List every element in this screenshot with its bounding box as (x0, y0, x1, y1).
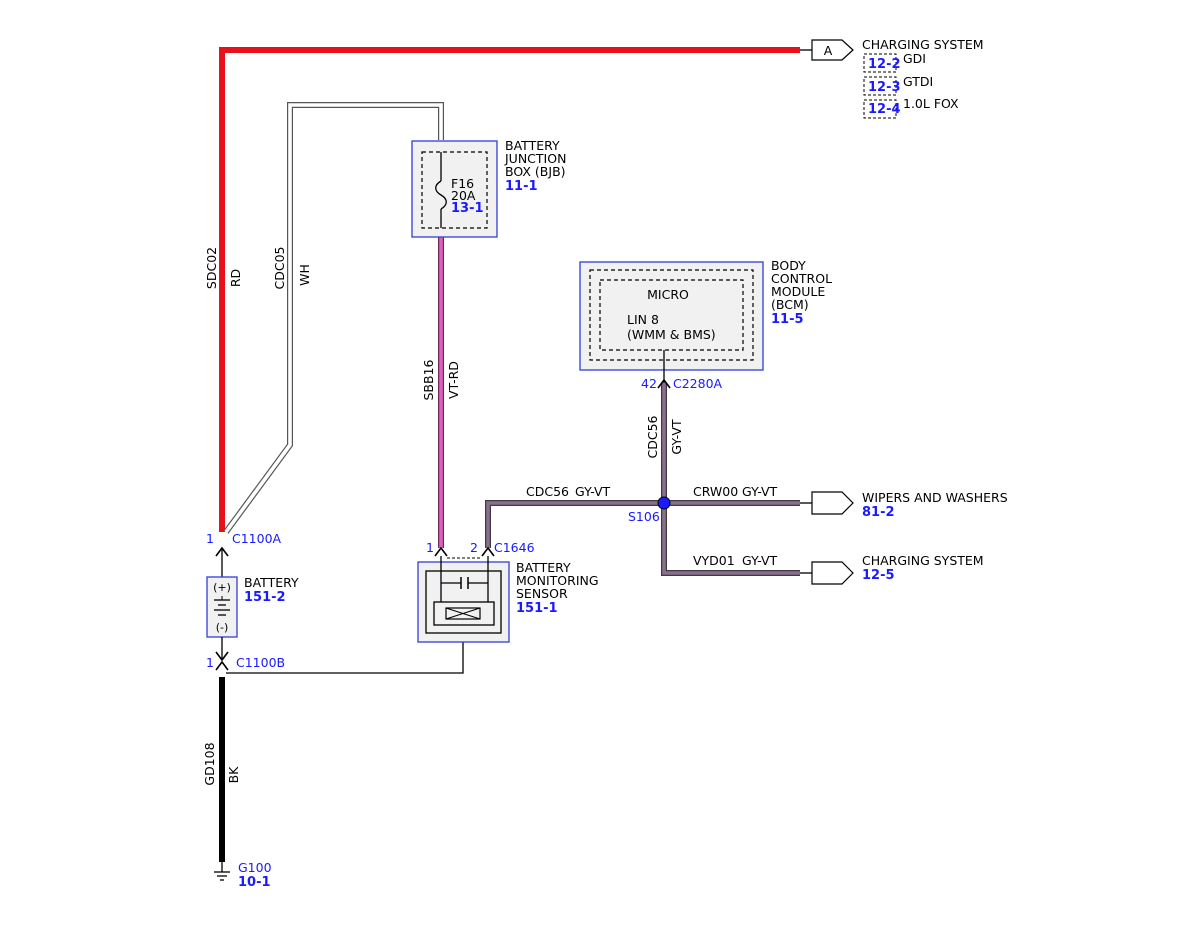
fuse-name: F16 (451, 176, 474, 191)
wire-label-cdc56-v-color: GY-VT (669, 419, 684, 455)
charging2-ref[interactable]: 12-5 (862, 568, 895, 583)
fuse-icon (435, 180, 447, 210)
variant-gdi[interactable]: 12-2 GDI (863, 51, 926, 73)
bcm-ref[interactable]: 11-5 (771, 312, 804, 327)
bms-pin2: 2 (470, 540, 478, 555)
bcm-title-3: MODULE (771, 284, 825, 299)
bcm-title-4: (BCM) (771, 297, 809, 312)
bcm-title-2: CONTROL (771, 271, 832, 286)
bms-pin1: 1 (426, 540, 434, 555)
battery[interactable]: (+) (-) (206, 576, 238, 638)
variant-ref-gtdi: 12-3 (868, 80, 901, 95)
bms-title-2: MONITORING (516, 573, 599, 588)
charging2-label: CHARGING SYSTEM (862, 553, 984, 568)
wire-label-vyd01-circuit: VYD01 (693, 553, 735, 568)
battery-monitoring-sensor[interactable] (417, 556, 510, 643)
ground-name: G100 (238, 860, 272, 875)
bjb-title-2: JUNCTION (504, 151, 566, 166)
connector-c1646-pin2-icon (481, 546, 495, 557)
battery-plus: (+) (213, 581, 231, 594)
connector-c1646-pin1-icon (434, 546, 448, 557)
wire-label-cdc56-h-circuit: CDC56 (526, 484, 569, 499)
splice-s106 (657, 496, 671, 510)
body-control-module[interactable]: MICRO LIN 8 (WMM & BMS) (579, 261, 764, 383)
bjb-ref[interactable]: 11-1 (505, 179, 538, 194)
wire-cdc05 (223, 102, 444, 534)
battery-minus: (-) (216, 621, 229, 634)
charging-system-label-a: CHARGING SYSTEM (862, 37, 984, 52)
bcm-pin: 42 (641, 376, 657, 391)
wire-label-sbb16-circuit: SBB16 (421, 359, 436, 400)
battery-ref[interactable]: 151-2 (244, 590, 286, 605)
ground-icon (214, 862, 230, 881)
bjb-title-1: BATTERY (505, 138, 560, 153)
wipers-ref[interactable]: 81-2 (862, 505, 895, 520)
battery-top-pin: 1 (206, 531, 214, 546)
bms-title-1: BATTERY (516, 560, 571, 575)
variant-name-gdi: GDI (903, 51, 926, 66)
wipers-label: WIPERS AND WASHERS (862, 490, 1008, 505)
bcm-micro: MICRO (647, 287, 689, 302)
wire-label-sdc02-color: RD (228, 269, 243, 287)
variant-gtdi[interactable]: 12-3 GTDI (863, 74, 933, 96)
battery-cell-icon (214, 596, 230, 616)
battery-label: BATTERY (244, 575, 299, 590)
variant-ref-gdi: 12-2 (868, 57, 901, 72)
wire-bms-ground (226, 642, 464, 674)
variant-ref-fox: 12-4 (868, 102, 901, 117)
wire-label-cdc05-color: WH (297, 264, 312, 286)
bcm-lin-line2: (WMM & BMS) (627, 327, 716, 342)
wire-label-gd108-circuit: GD108 (202, 742, 217, 785)
wire-label-crw00-color: GY-VT (742, 484, 778, 499)
bcm-lin-line1: LIN 8 (627, 312, 659, 327)
offpage-connector-a[interactable]: A (811, 39, 854, 61)
bms-connector[interactable]: C1646 (494, 540, 535, 555)
bms-ref[interactable]: 151-1 (516, 601, 558, 616)
shunt-resistor-icon (445, 607, 481, 620)
bms-title-3: SENSOR (516, 586, 568, 601)
variant-name-fox: 1.0L FOX (903, 96, 959, 111)
wire-label-cdc56-h-color: GY-VT (575, 484, 611, 499)
offpage-letter-a: A (824, 43, 833, 58)
wire-label-cdc56-v-circuit: CDC56 (645, 415, 660, 458)
battery-top-connector[interactable]: C1100A (232, 531, 282, 546)
charging-offpage-icon[interactable] (811, 561, 854, 585)
wire-label-crw00-circuit: CRW00 (693, 484, 738, 499)
splice-name: S106 (628, 509, 660, 524)
variant-name-gtdi: GTDI (903, 74, 933, 89)
fuse-ref[interactable]: 13-1 (451, 201, 484, 216)
battery-junction-box[interactable]: F16 20A 13-1 (411, 140, 498, 238)
wire-label-gd108-color: BK (226, 766, 241, 784)
bcm-connector[interactable]: C2280A (673, 376, 723, 391)
connector-c1100b-icon (215, 651, 229, 671)
wire-label-sdc02-circuit: SDC02 (204, 247, 219, 289)
connector-c2280a-icon (657, 378, 671, 389)
wire-sdc02 (219, 47, 800, 532)
bjb-title-3: BOX (BJB) (505, 164, 566, 179)
wipers-offpage-icon[interactable] (811, 491, 854, 515)
bcm-title-1: BODY (771, 258, 806, 273)
ground-ref[interactable]: 10-1 (238, 875, 271, 890)
fuse-rating: 20A (451, 188, 476, 203)
battery-bottom-connector[interactable]: C1100B (236, 655, 285, 670)
wire-label-vyd01-color: GY-VT (742, 553, 778, 568)
wire-label-cdc05-circuit: CDC05 (272, 247, 287, 290)
wire-gy-vt-network (485, 383, 812, 576)
variant-fox[interactable]: 12-4 1.0L FOX (863, 96, 959, 119)
wire-label-sbb16-color: VT-RD (446, 361, 461, 399)
battery-bottom-pin: 1 (206, 655, 214, 670)
